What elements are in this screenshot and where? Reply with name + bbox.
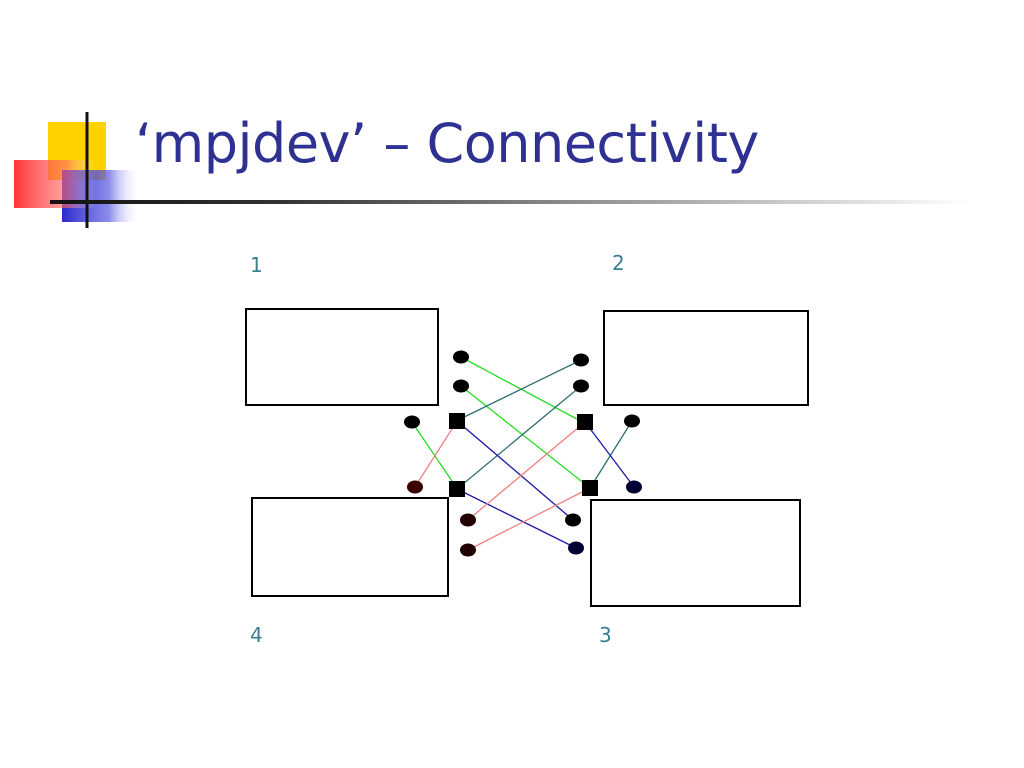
node-label-2: 2 <box>612 251 625 275</box>
endpoint-dot <box>624 414 640 428</box>
endpoint-dot <box>460 513 476 527</box>
link-green <box>460 356 589 426</box>
link-teal <box>456 385 582 490</box>
node-box-3 <box>590 499 801 607</box>
links <box>411 356 635 551</box>
endpoint-dot <box>460 543 476 557</box>
title-underline <box>50 200 970 204</box>
title-decoration <box>14 112 140 228</box>
link-green <box>460 385 591 489</box>
link-blue <box>456 420 574 521</box>
node-box-1 <box>245 308 439 406</box>
endpoint-dot <box>453 379 469 393</box>
node-label-4: 4 <box>250 623 263 647</box>
junction-square <box>449 481 465 497</box>
endpoint-dot <box>453 350 469 364</box>
endpoint-dot <box>626 480 642 494</box>
link-red <box>467 421 586 521</box>
endpoint-dot <box>565 513 581 527</box>
junction-square <box>577 414 593 430</box>
node-label-3: 3 <box>599 623 612 647</box>
link-blue <box>456 488 577 549</box>
junction-square <box>582 480 598 496</box>
endpoints <box>404 350 642 557</box>
endpoint-dot <box>573 379 589 393</box>
link-red <box>414 420 458 488</box>
endpoint-dot <box>568 541 584 555</box>
junction-square <box>449 413 465 429</box>
node-label-1: 1 <box>250 253 263 277</box>
node-box-2 <box>603 310 809 406</box>
endpoint-dot <box>407 480 423 494</box>
endpoint-dot <box>573 353 589 367</box>
link-red <box>467 487 591 551</box>
junctions <box>449 413 598 497</box>
endpoint-dot <box>404 415 420 429</box>
link-blue <box>584 421 635 488</box>
page-title: ‘mpjdev’ – Connectivity <box>135 112 759 175</box>
link-teal <box>589 420 633 489</box>
link-teal <box>455 359 582 422</box>
node-box-4 <box>251 497 449 597</box>
